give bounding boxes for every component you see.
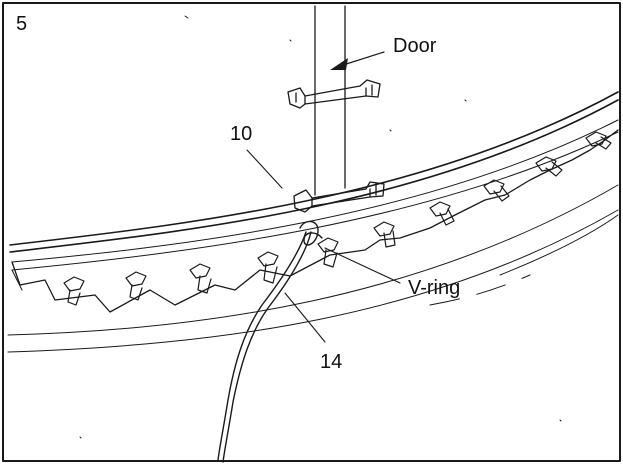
spring-unit (125, 271, 147, 301)
speck-marks (79, 15, 562, 439)
leader-lines (246, 149, 401, 343)
label-part-14: 14 (320, 351, 342, 373)
spring-unit (373, 221, 396, 248)
door-strap-upper (287, 79, 381, 109)
leader-10 (246, 149, 283, 189)
mat-edge-lower (11, 269, 23, 291)
rope (217, 220, 323, 463)
label-part-10: 10 (230, 123, 252, 145)
spring-unit (63, 276, 85, 306)
trampoline-rim (9, 91, 619, 271)
label-v-ring: V-ring (408, 277, 460, 299)
label-door: Door (393, 35, 437, 57)
leader-14 (284, 292, 326, 343)
mat-edge (11, 129, 619, 313)
leader-v-ring (324, 247, 401, 284)
spring-unit (189, 263, 212, 294)
spring-unit (317, 237, 339, 268)
spring-unit (257, 251, 279, 284)
spring-unit (429, 201, 455, 226)
spring-unit (483, 179, 510, 202)
door-panel (314, 5, 346, 196)
step-number: 5 (16, 13, 27, 35)
spring-unit (535, 156, 563, 177)
door-arrow (330, 51, 385, 70)
outer-frame-curves (7, 184, 619, 353)
spring-unit (585, 131, 612, 150)
